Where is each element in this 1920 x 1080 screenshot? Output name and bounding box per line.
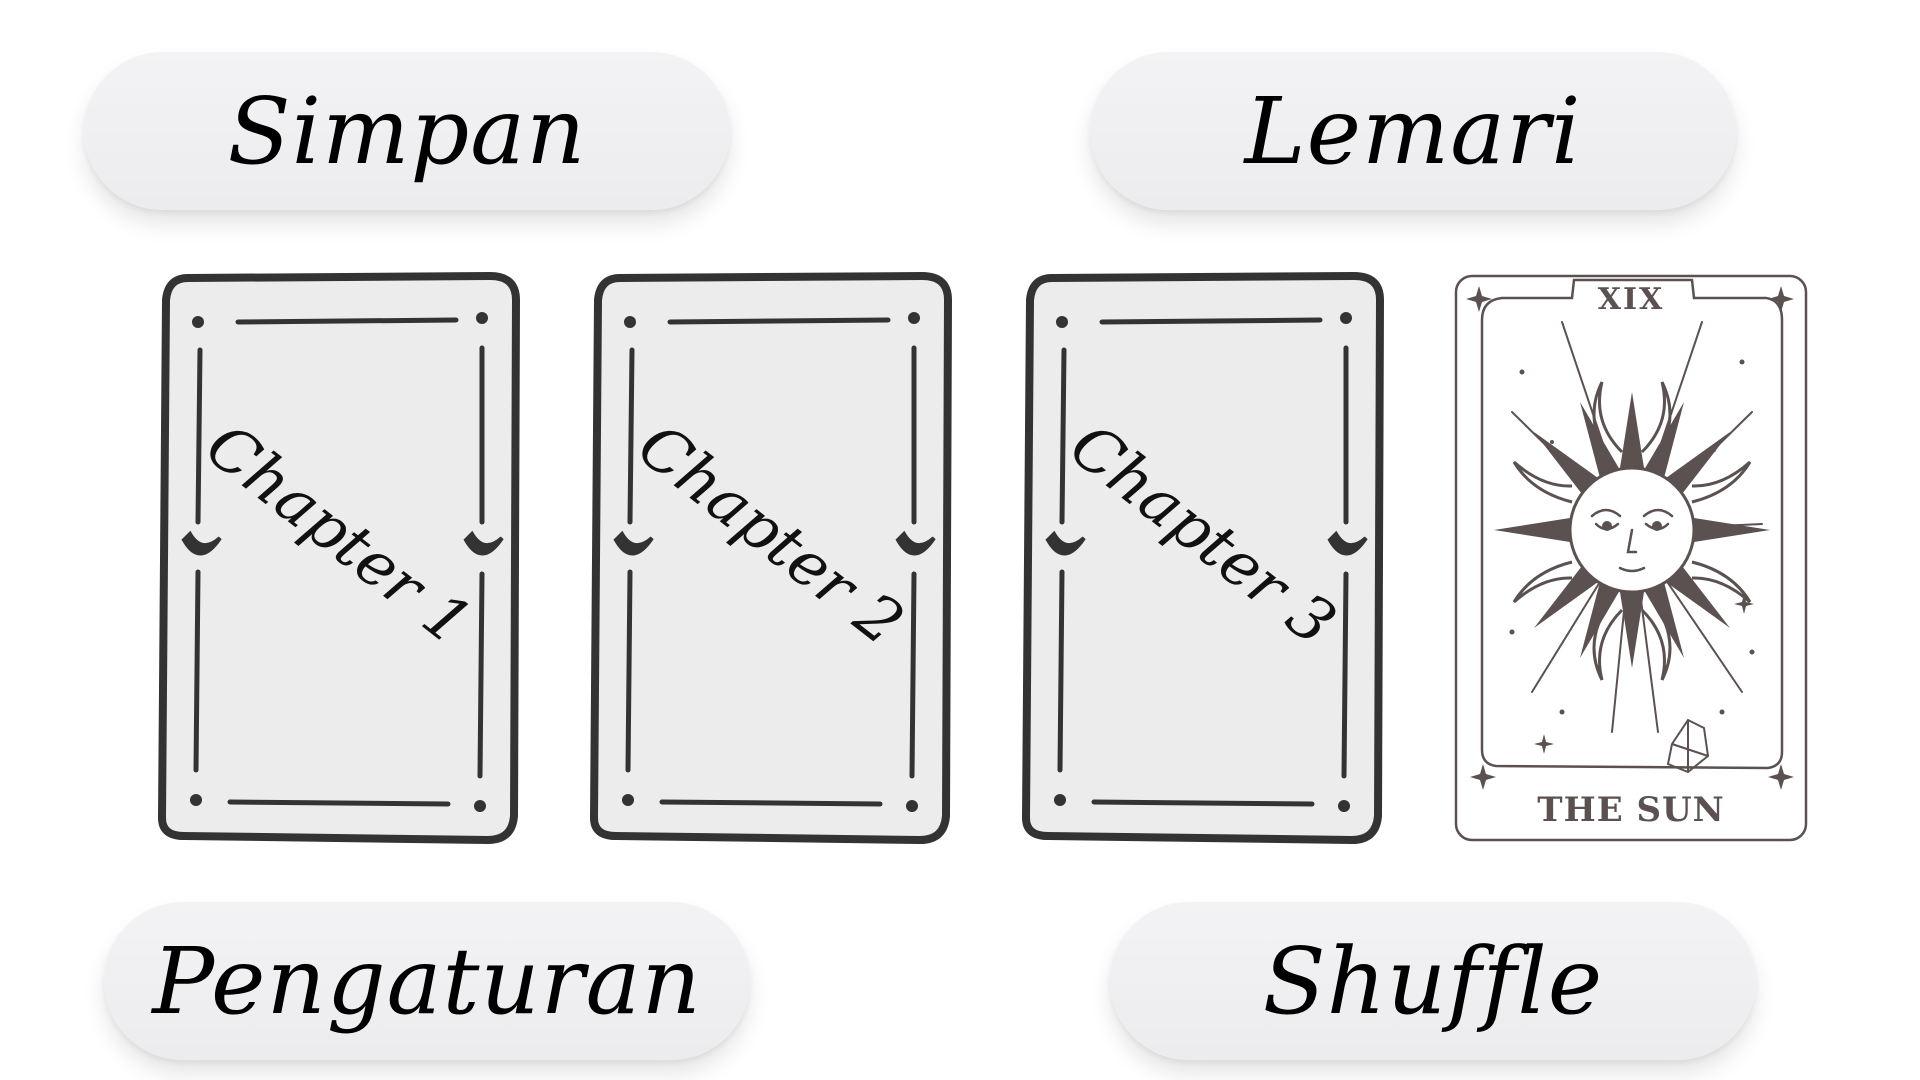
tarot-numeral: XIX	[1597, 282, 1665, 317]
tarot-card-sun[interactable]: XIX THE SUN	[1452, 272, 1810, 844]
wardrobe-button[interactable]: Lemari	[1090, 52, 1736, 210]
chapter-card-2[interactable]: Chapter 2	[590, 270, 952, 844]
card-frame-icon	[158, 272, 520, 844]
settings-button[interactable]: Pengaturan	[104, 902, 750, 1060]
tarot-title: THE SUN	[1537, 790, 1725, 830]
chapter-card-3[interactable]: Chapter 3	[1022, 270, 1384, 844]
chapter-card-1[interactable]: Chapter 1	[158, 270, 520, 844]
card-frame-icon	[1022, 272, 1384, 844]
shuffle-button[interactable]: Shuffle	[1110, 902, 1756, 1060]
sun-illustration-icon	[1454, 274, 1808, 842]
save-button[interactable]: Simpan	[84, 52, 730, 210]
card-frame-icon	[590, 272, 952, 844]
